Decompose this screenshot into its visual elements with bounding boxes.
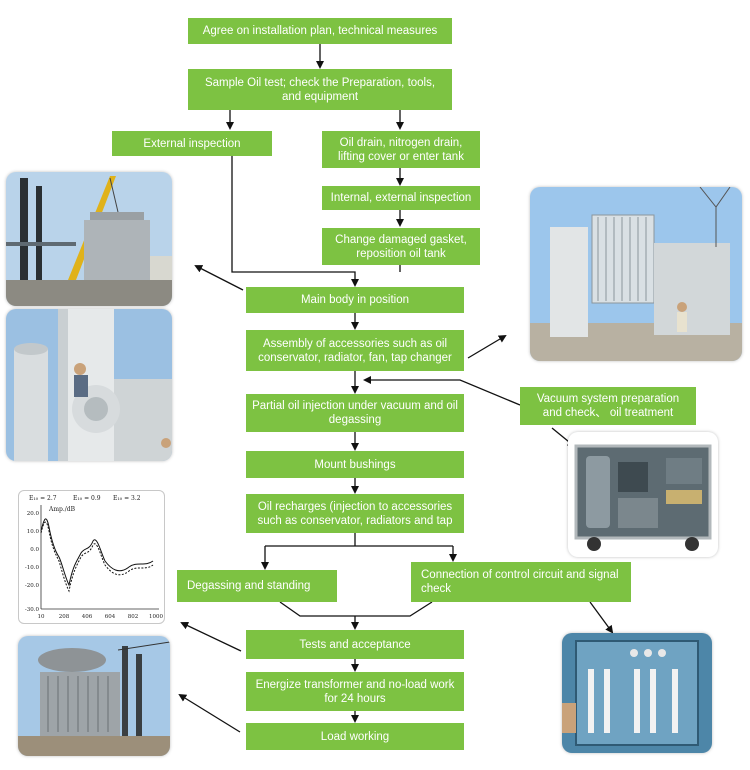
graph-xtick-4: 604 [105,614,116,620]
frequency-response-graph: E₁₀ = 2.7 E₁₀ = 0.9 E₁₀ = 3.2 Amp./dB 20… [18,490,165,624]
graph-ylabel: Amp./dB [48,506,76,513]
arrow-merge-tests [279,601,433,617]
arrow-to-graph [180,621,242,652]
photo-substation-transformer [18,636,170,756]
graph-curve-1 [40,518,154,587]
step-mount-bushings: Mount bushings [246,451,464,478]
step-agree: Agree on installation plan, technical me… [188,18,452,44]
arrow-external-main [231,156,359,287]
arrow-to-photo-substation [178,693,241,733]
photo-control-panel [562,633,712,753]
graph-ytick-3: 0.0 [30,547,39,553]
graph-xtick-5: 802 [128,614,139,620]
graph-xtick-3: 406 [82,614,93,620]
graph-ytick-5: -20.0 [25,583,40,589]
step-assembly: Assembly of accessories such as oil cons… [246,330,464,371]
graph-curve-2 [40,521,154,593]
arrow-vacuum-assembly [363,376,521,406]
step-load-working: Load working [246,723,464,750]
graph-legend-2: E₁₀ = 0.9 [73,495,101,502]
photo-crane-lifting [6,172,172,306]
step-energize-transformer: Energize transformer and no-load work fo… [246,672,464,711]
photo-bushings-work [6,309,172,461]
graph-xtick-2: 208 [59,614,70,620]
step-oil-recharges: Oil recharges (injection to accessories … [246,494,464,533]
step-degassing-standing: Degassing and standing [177,570,337,602]
step-vacuum-system: Vacuum system preparation and check、 oil… [520,387,696,425]
graph-ytick-1: 20.0 [27,511,40,517]
photo-oil-purifier [568,432,718,557]
graph-ytick-2: 10.0 [27,529,40,535]
step-connection-control-circuit: Connection of control circuit and signal… [411,562,631,602]
step-main-body: Main body in position [246,287,464,313]
graph-xtick-1: 10 [38,614,45,620]
step-internal-inspection: Internal, external inspection [322,186,480,210]
arrow-to-photo-radiator [467,334,507,359]
arrow-to-photo-crane [194,265,244,291]
graph-xtick-6: 1000 [149,614,163,620]
graph-legend-1: E₁₀ = 2.7 [29,495,57,502]
graph-ytick-6: -30.0 [25,607,40,613]
photo-radiator-install [530,187,742,361]
arrow-to-photo-panel [589,601,614,634]
step-external-inspection: External inspection [112,131,272,156]
step-oil-drain: Oil drain, nitrogen drain, lifting cover… [322,131,480,168]
graph-legend-3: E₁₀ = 3.2 [113,495,141,502]
step-sample-oil-test: Sample Oil test; check the Preparation, … [188,69,452,110]
step-tests-acceptance: Tests and acceptance [246,630,464,659]
step-partial-oil-injection: Partial oil injection under vacuum and o… [246,394,464,432]
step-change-gasket: Change damaged gasket, reposition oil ta… [322,228,480,265]
graph-ytick-4: -10.0 [25,565,40,571]
